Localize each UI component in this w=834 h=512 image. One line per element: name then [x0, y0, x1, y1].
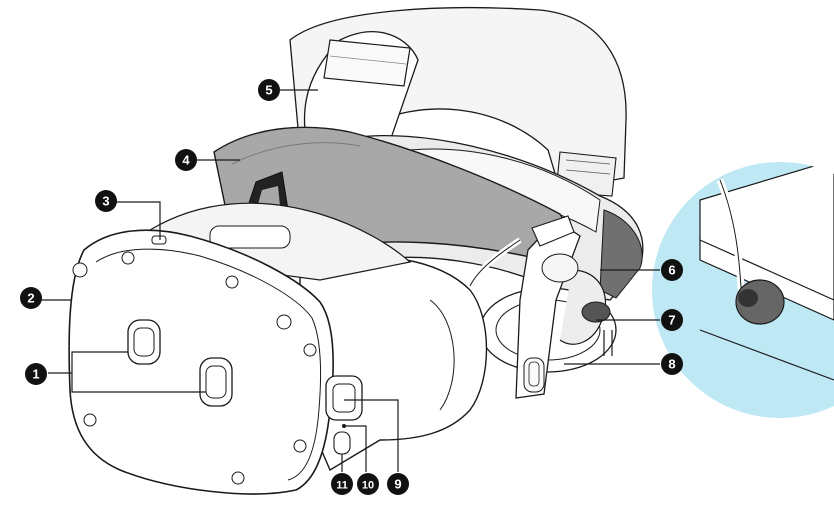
callout-9: 9 — [387, 473, 409, 495]
callout-3: 3 — [95, 190, 117, 212]
leader-lines — [40, 89, 660, 472]
callout-4: 4 — [175, 149, 197, 171]
callout-1-label: 1 — [32, 367, 39, 382]
headphone-assembly — [467, 215, 617, 399]
callout-8-label: 8 — [668, 357, 675, 372]
callout-6: 6 — [661, 259, 683, 281]
leader-line-10 — [346, 425, 367, 472]
callout-10: 10 — [357, 473, 379, 495]
callout-7-label: 7 — [668, 313, 675, 328]
callout-3-label: 3 — [102, 194, 109, 209]
callouts: 1 2 3 4 5 6 7 8 — [20, 79, 683, 495]
callout-1: 1 — [25, 363, 47, 385]
callout-11: 11 — [331, 473, 353, 495]
callout-2: 2 — [20, 287, 42, 309]
leader-line-9 — [344, 399, 399, 472]
callout-5: 5 — [258, 79, 280, 101]
callout-7: 7 — [661, 309, 683, 331]
callout-5-label: 5 — [265, 83, 272, 98]
callout-8: 8 — [661, 353, 683, 375]
callout-6-label: 6 — [668, 263, 675, 278]
leader-line-3 — [116, 201, 161, 240]
callout-2-label: 2 — [27, 291, 34, 306]
callout-9-label: 9 — [394, 477, 401, 492]
callout-11-label: 11 — [336, 480, 348, 492]
cable-holder-inset — [652, 162, 834, 418]
leader-line-7 — [596, 319, 660, 356]
leader-line-1 — [48, 351, 206, 393]
visor-body — [68, 202, 488, 495]
callout-10-label: 10 — [362, 480, 374, 492]
callout-4-label: 4 — [182, 153, 190, 168]
